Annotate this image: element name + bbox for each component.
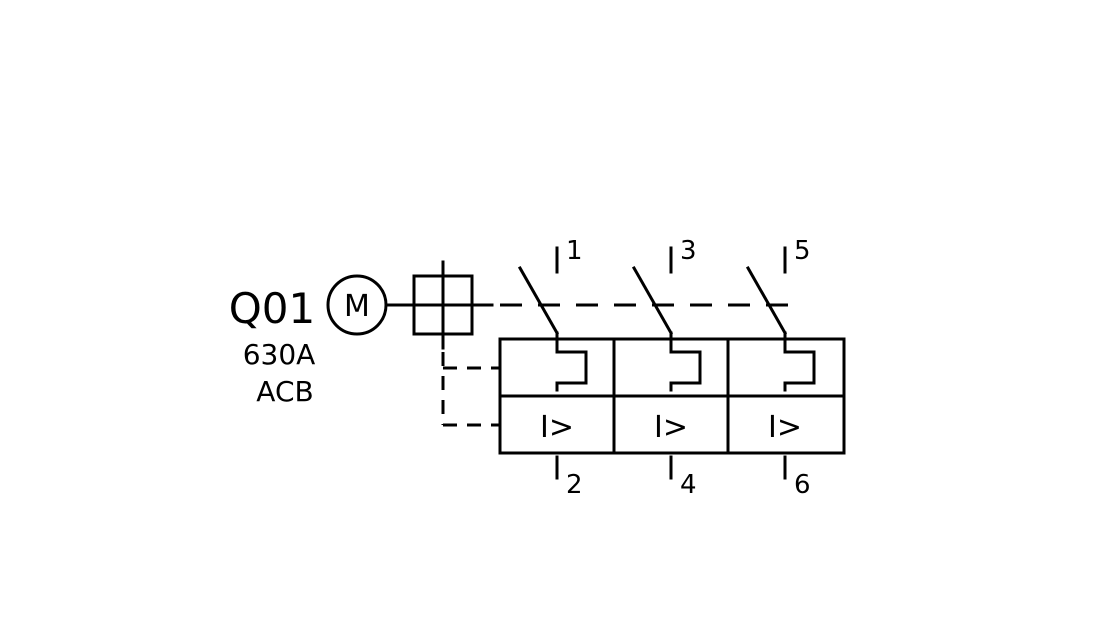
pole-1-bottom-terminal: 2 bbox=[566, 470, 583, 500]
pole-2-thermal-element bbox=[669, 331, 702, 392]
pole-1: 1 I> 2 bbox=[517, 236, 588, 500]
device-type: ACB bbox=[256, 375, 313, 408]
pole-3-trip-label: I> bbox=[768, 410, 802, 445]
pole-3-bottom-terminal: 6 bbox=[794, 470, 811, 500]
pole-3-top-terminal: 5 bbox=[794, 236, 811, 266]
pole-2-top-terminal: 3 bbox=[680, 236, 697, 266]
device-rating: 630A bbox=[243, 338, 316, 371]
trip-linkage bbox=[441, 352, 500, 427]
pole-1-trip-label: I> bbox=[540, 410, 574, 445]
motor-symbol: M bbox=[344, 289, 370, 324]
motor-operator: M bbox=[326, 274, 388, 336]
pole-2: 3 I> 4 bbox=[631, 236, 702, 500]
mechanism-box bbox=[412, 260, 494, 350]
pole-1-contact-blade bbox=[517, 265, 560, 336]
device-tag: Q01 bbox=[229, 284, 316, 333]
pole-3-contact-blade bbox=[745, 265, 788, 336]
pole-3-thermal-element bbox=[783, 331, 816, 392]
pole-2-contact-blade bbox=[631, 265, 674, 336]
pole-1-top-terminal: 1 bbox=[566, 236, 583, 266]
pole-1-thermal-element bbox=[555, 331, 588, 392]
pole-2-bottom-terminal: 4 bbox=[680, 470, 697, 500]
pole-3: 5 I> 6 bbox=[745, 236, 816, 500]
pole-2-trip-label: I> bbox=[654, 410, 688, 445]
